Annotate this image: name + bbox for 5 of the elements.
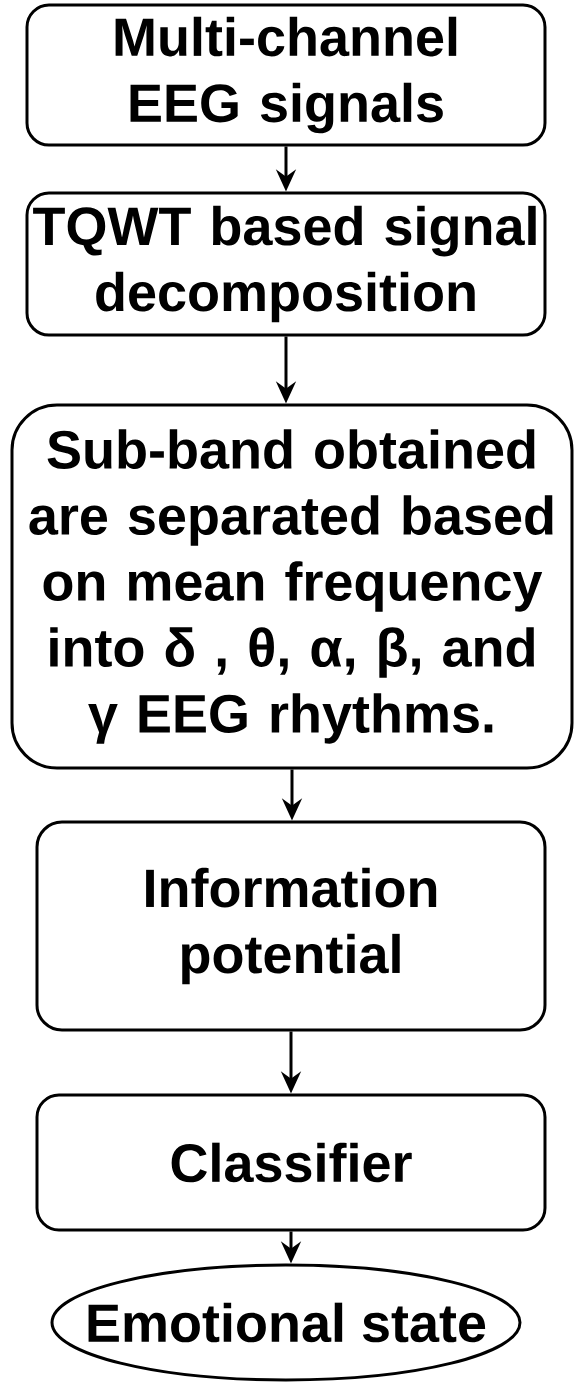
process-box: Sub-band obtained are separated based on mean frequency into δ , θ, α, β, and γ EEG rhythms. — [10, 403, 574, 770]
process-box: Classifier — [35, 1093, 547, 1232]
process-box: TQWT based signal decomposition — [25, 191, 547, 337]
process-box: Information potential — [35, 820, 547, 1032]
process-box: Multi-channel EEG signals — [25, 3, 547, 147]
